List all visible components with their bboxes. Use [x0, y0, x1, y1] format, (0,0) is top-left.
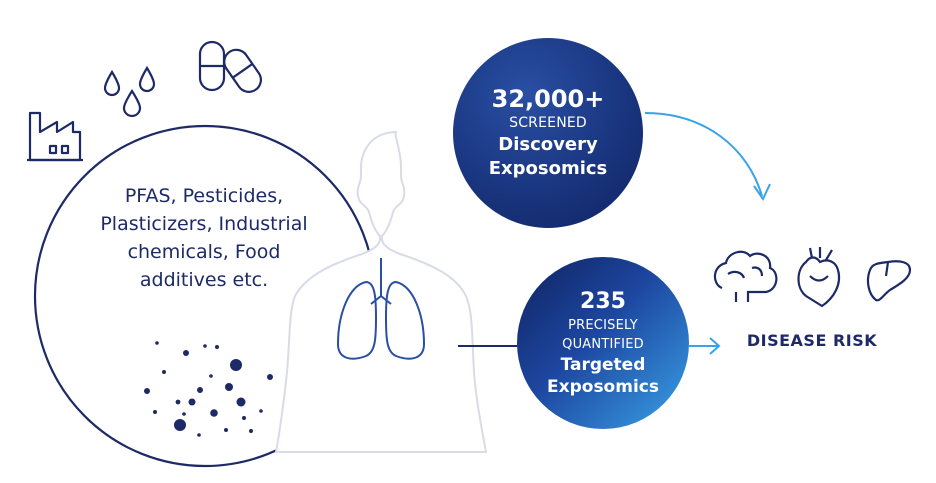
discovery-caption: SCREENED	[509, 115, 587, 131]
discovery-count: 32,000+	[491, 85, 605, 113]
discovery-bubble: 32,000+ SCREENED Discovery Exposomics	[453, 38, 643, 228]
discovery-label-2: Exposomics	[488, 158, 608, 179]
targeted-label-1: Targeted	[560, 355, 646, 375]
curved-arrow	[644, 112, 771, 202]
targeted-caption-1: PRECISELY	[568, 318, 638, 333]
chemicals-text: PFAS, Pesticides, Plasticizers, Industri…	[100, 185, 308, 291]
factory-icon	[27, 111, 83, 162]
straight-arrow	[689, 337, 721, 355]
heart-icon	[797, 247, 841, 308]
lungs-icon	[336, 258, 426, 360]
discovery-label-1: Discovery	[498, 134, 598, 155]
targeted-caption-2: QUANTIFIED	[562, 337, 644, 352]
pills-icon	[198, 40, 262, 93]
brain-icon	[713, 250, 778, 302]
droplets-icon	[103, 65, 156, 118]
disease-risk-label: DISEASE RISK	[746, 331, 878, 350]
particle-dots	[144, 341, 273, 437]
liver-icon	[866, 260, 912, 302]
targeted-bubble: 235 PRECISELY QUANTIFIED Targeted Exposo…	[517, 257, 689, 429]
targeted-label-2: Exposomics	[547, 377, 659, 397]
targeted-count: 235	[580, 289, 626, 314]
